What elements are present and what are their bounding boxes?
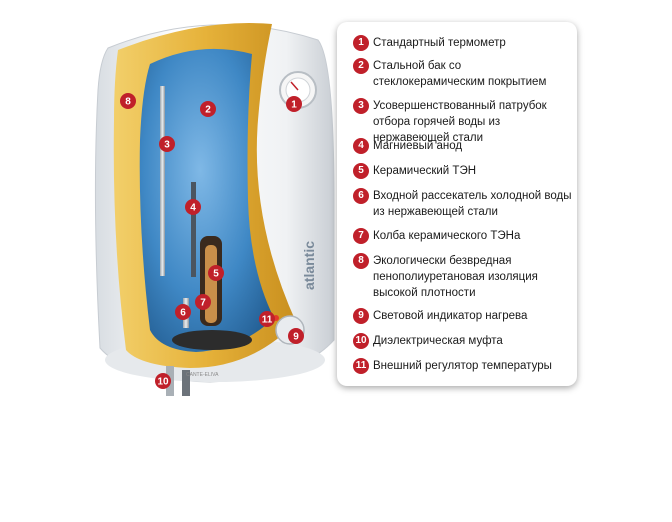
svg-text:1: 1 (291, 100, 297, 111)
marker-4: 4 (185, 199, 201, 215)
svg-text:8: 8 (125, 97, 131, 108)
marker-6: 6 (175, 304, 191, 320)
legend-text: Внешний регулятор температуры (373, 358, 573, 374)
legend-item-1: 1 Стандартный термометр (353, 35, 573, 51)
legend-number: 9 (353, 308, 369, 324)
marker-5: 5 (208, 265, 224, 281)
marker-1: 1 (286, 96, 302, 112)
marker-11: 11 (259, 311, 275, 327)
legend-item-7: 7 Колба керамического ТЭНа (353, 228, 573, 244)
legend-text: Стальной бак со стеклокерамическим покры… (373, 58, 573, 90)
legend-item-9: 9 Световой индикатор нагрева (353, 308, 573, 324)
svg-text:9: 9 (293, 332, 299, 343)
svg-text:7: 7 (200, 298, 206, 309)
svg-text:6: 6 (180, 308, 186, 319)
legend-number: 7 (353, 228, 369, 244)
legend-item-2: 2 Стальной бак со стеклокерамическим пок… (353, 58, 573, 90)
legend-number: 4 (353, 138, 369, 154)
magnesium-anode (191, 182, 196, 277)
legend-number: 11 (353, 358, 369, 374)
marker-10: 10 (155, 373, 171, 389)
ceramic-element (205, 245, 217, 323)
legend-text: Стандартный термометр (373, 35, 573, 51)
legend-number: 1 (353, 35, 369, 51)
marker-7: 7 (195, 294, 211, 310)
model-label: CANTE-ELIVA (186, 372, 219, 378)
legend-item-4: 4 Магниевый анод (353, 138, 573, 154)
legend-number: 10 (353, 333, 369, 349)
svg-text:5: 5 (213, 269, 219, 280)
legend-number: 2 (353, 58, 369, 74)
legend-item-5: 5 Керамический ТЭН (353, 163, 573, 179)
legend-item-8: 8 Экологически безвредная пенополиуретан… (353, 253, 573, 301)
legend-panel: 1 Стандартный термометр 2 Стальной бак с… (337, 22, 577, 386)
marker-3: 3 (159, 136, 175, 152)
legend-item-10: 10 Диэлектрическая муфта (353, 333, 573, 349)
hot-water-pipe (160, 86, 165, 276)
legend-text: Керамический ТЭН (373, 163, 573, 179)
svg-text:3: 3 (164, 140, 170, 151)
legend-text: Входной рассекатель холодной воды из нер… (373, 188, 573, 220)
legend-text: Магниевый анод (373, 138, 573, 154)
svg-text:2: 2 (205, 105, 211, 116)
legend-item-11: 11 Внешний регулятор температуры (353, 358, 573, 374)
legend-text: Световой индикатор нагрева (373, 308, 573, 324)
legend-number: 8 (353, 253, 369, 269)
brand-logo: atlantic (301, 241, 317, 290)
legend-number: 3 (353, 98, 369, 114)
legend-number: 5 (353, 163, 369, 179)
svg-text:4: 4 (190, 203, 196, 214)
marker-9: 9 (288, 328, 304, 344)
legend-item-6: 6 Входной рассекатель холодной воды из н… (353, 188, 573, 220)
marker-8: 8 (120, 93, 136, 109)
legend-text: Диэлектрическая муфта (373, 333, 573, 349)
legend-text: Экологически безвредная пенополиуретанов… (373, 253, 573, 301)
bottom-flange (172, 330, 252, 350)
legend-text: Колба керамического ТЭНа (373, 228, 573, 244)
legend-number: 6 (353, 188, 369, 204)
svg-text:11: 11 (262, 315, 273, 326)
svg-text:10: 10 (157, 377, 169, 388)
marker-2: 2 (200, 101, 216, 117)
